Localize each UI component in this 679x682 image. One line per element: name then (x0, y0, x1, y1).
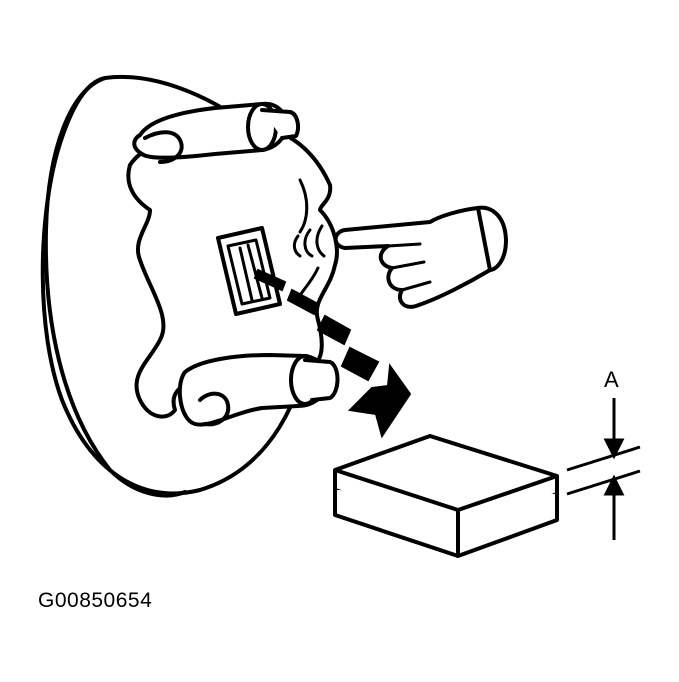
direction-arrow-icon (253, 268, 412, 439)
dimension-arrow-icon (566, 398, 641, 540)
brake-pad-icon (333, 434, 559, 558)
dimension-label: A (604, 367, 619, 392)
figure-code: G00850654 (38, 589, 153, 612)
pointing-hand-icon (292, 205, 508, 309)
caliper-icon (126, 101, 340, 427)
